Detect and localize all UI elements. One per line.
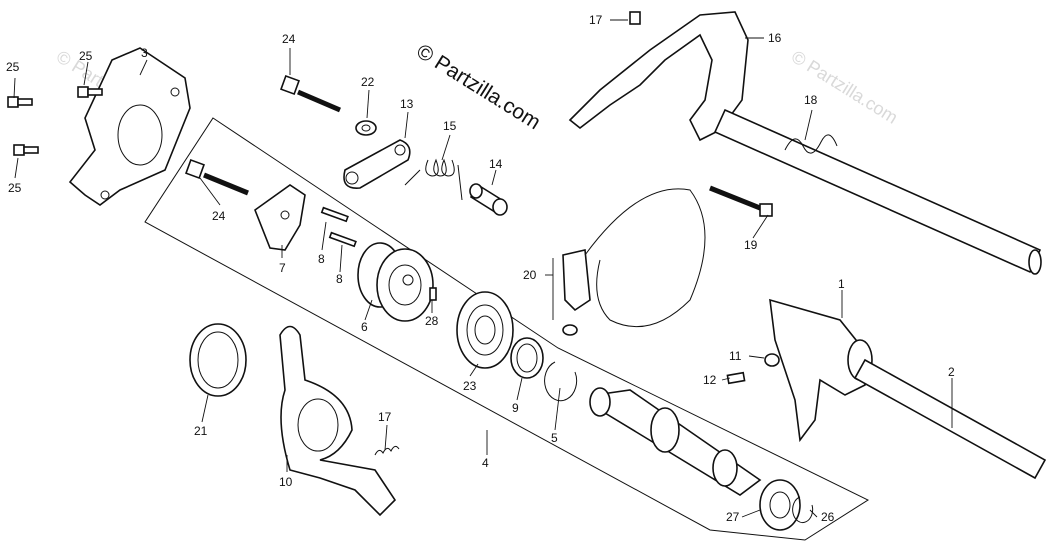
callout-24-left: 24 [212, 209, 226, 223]
watermark-main: © Partzilla.com [412, 40, 544, 134]
assembly-outline [144, 117, 870, 541]
callout-11: 11 [729, 349, 742, 363]
callout-27: 27 [726, 510, 740, 524]
part-25-bolt-a[interactable] [7, 96, 33, 108]
callout-8-b: 8 [336, 272, 343, 286]
part-3-plate[interactable] [68, 47, 191, 206]
part-21-seal-ring[interactable] [189, 323, 247, 397]
callout-17-top: 17 [589, 13, 603, 27]
part-5-circlip[interactable] [544, 361, 578, 402]
callout-13: 13 [400, 97, 414, 111]
callout-21: 21 [194, 424, 208, 438]
part-17-spring-lower[interactable] [374, 445, 400, 456]
callout-15: 15 [443, 119, 457, 133]
part-25-bolt-b[interactable] [13, 144, 39, 156]
callout-24-top: 24 [282, 32, 296, 46]
callout-2: 2 [948, 365, 955, 379]
callout-16: 16 [768, 31, 782, 45]
callout-17-lower: 17 [378, 410, 392, 424]
callout-20: 20 [523, 268, 537, 282]
callout-9: 9 [512, 401, 519, 415]
part-18-spindle-shaft[interactable] [713, 108, 1042, 275]
part-11-collar[interactable] [764, 353, 780, 367]
part-12-bolt[interactable] [726, 371, 746, 385]
callout-5: 5 [551, 431, 558, 445]
callout-7: 7 [279, 261, 286, 275]
callout-25-a: 25 [6, 60, 20, 74]
part-10-stopper-arm[interactable] [279, 325, 397, 517]
part-24-bolt-left[interactable] [185, 159, 249, 196]
part-16-shift-arm[interactable] [568, 11, 749, 142]
part-6-drum[interactable] [357, 242, 434, 322]
callout-26: 26 [821, 510, 835, 524]
callout-1: 1 [838, 277, 845, 291]
callout-8-a: 8 [318, 252, 325, 266]
part-22-washer[interactable] [355, 120, 377, 136]
part-8-pin-a[interactable] [320, 206, 349, 223]
part-7-plate[interactable] [254, 184, 306, 251]
callout-19: 19 [744, 238, 758, 252]
callout-3: 3 [141, 46, 148, 60]
part-14-collar[interactable] [469, 183, 508, 216]
callout-25-b: 25 [8, 181, 22, 195]
callout-18: 18 [804, 93, 818, 107]
leader-lines [13, 19, 953, 518]
callout-28: 28 [425, 314, 439, 328]
part-25-bolt-c[interactable] [77, 86, 103, 98]
part-1-shift-fork[interactable] [769, 298, 873, 443]
part-23-bearing[interactable] [456, 291, 514, 369]
part-20-neutral-switch[interactable] [562, 188, 706, 336]
part-4-shift-drum[interactable] [589, 387, 762, 496]
part-19-bolt[interactable] [709, 185, 773, 217]
part-8-pin-b[interactable] [328, 231, 357, 248]
part-24-bolt-top[interactable] [280, 75, 341, 113]
watermark-faint-right: © Partzilla.com [788, 46, 901, 127]
part-15-spring[interactable] [404, 158, 463, 201]
callout-10: 10 [279, 475, 293, 489]
callouts: 3 25 25 25 24 24 22 13 15 14 7 8 8 6 28 … [6, 13, 955, 524]
callout-12: 12 [703, 373, 717, 387]
callout-23: 23 [463, 379, 477, 393]
callout-14: 14 [489, 157, 503, 171]
part-13-lever[interactable] [343, 139, 411, 189]
callout-22: 22 [361, 75, 375, 89]
callout-6: 6 [361, 320, 368, 334]
part-26-circlip[interactable] [792, 496, 814, 523]
part-9-ring[interactable] [510, 337, 544, 379]
part-17-bolt-top[interactable] [629, 11, 641, 25]
part-27-bearing[interactable] [759, 479, 801, 531]
part-28-pin[interactable] [429, 287, 437, 301]
part-2-fork-shaft[interactable] [853, 358, 1047, 480]
callout-25-c: 25 [79, 49, 93, 63]
callout-4: 4 [482, 456, 489, 470]
